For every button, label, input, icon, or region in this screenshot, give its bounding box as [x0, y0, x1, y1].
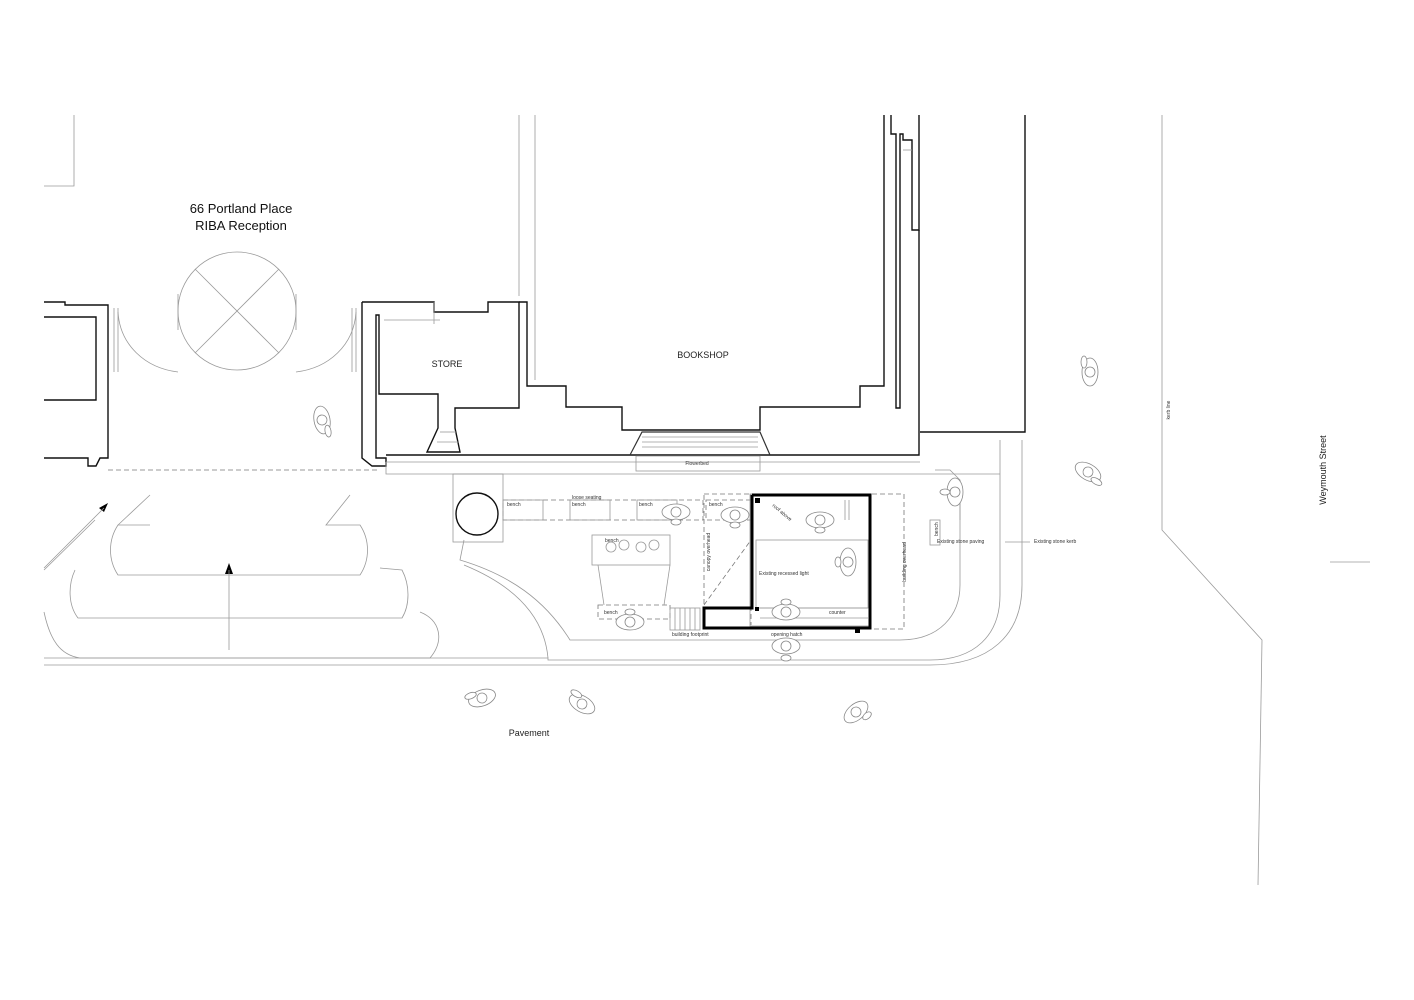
entrance-rotunda: [113, 251, 357, 373]
ground-lines: [44, 440, 1023, 666]
bench-label-4: bench: [709, 502, 723, 508]
bookshop-label: BOOKSHOP: [677, 350, 729, 360]
stone-paving-label: Existing stone paving: [937, 539, 984, 545]
stone-kerb-label: Existing stone kerb: [1034, 539, 1076, 545]
plan-labels: 66 Portland Place RIBA Reception STORE B…: [190, 201, 1328, 738]
kerb-line-label: kerb line: [1166, 400, 1172, 419]
loose-seating-label: loose seating: [572, 495, 602, 501]
bench-label-2: bench: [572, 502, 586, 508]
roof-above-label: roof above: [771, 503, 793, 523]
flowerbed-label: Flowerbed: [685, 461, 709, 467]
counter-label: counter: [829, 610, 846, 616]
bench-label-3: bench: [639, 502, 653, 508]
top-left-boundary: [44, 115, 75, 187]
opening-hatch-label: opening hatch: [771, 632, 803, 638]
human-figures: [313, 355, 1103, 724]
bench-label-1: bench: [507, 502, 521, 508]
bench-label-6: bench: [604, 610, 618, 616]
street-edges: [1161, 115, 1370, 886]
building-footprint-label: building footprint: [672, 632, 709, 638]
riba-left-wall: [44, 301, 109, 467]
bench-label-7: bench: [934, 522, 940, 536]
building-overhead-label: building overhead: [902, 542, 908, 582]
pavement-label: Pavement: [509, 728, 550, 738]
bookshop-block: [386, 115, 1026, 472]
building-sub-label: RIBA Reception: [195, 218, 287, 233]
recessed-light-label: Existing recessed light: [759, 571, 809, 577]
store-label: STORE: [432, 359, 463, 369]
flower-beds: [43, 494, 439, 659]
weymouth-street-label: Weymouth Street: [1318, 435, 1328, 505]
canopy-overhead-label: canopy overhead: [706, 533, 712, 572]
kiosk-area: [452, 469, 1030, 633]
bench-label-5: bench: [605, 538, 619, 544]
building-name-label: 66 Portland Place: [190, 201, 293, 216]
store-block: [361, 301, 520, 467]
